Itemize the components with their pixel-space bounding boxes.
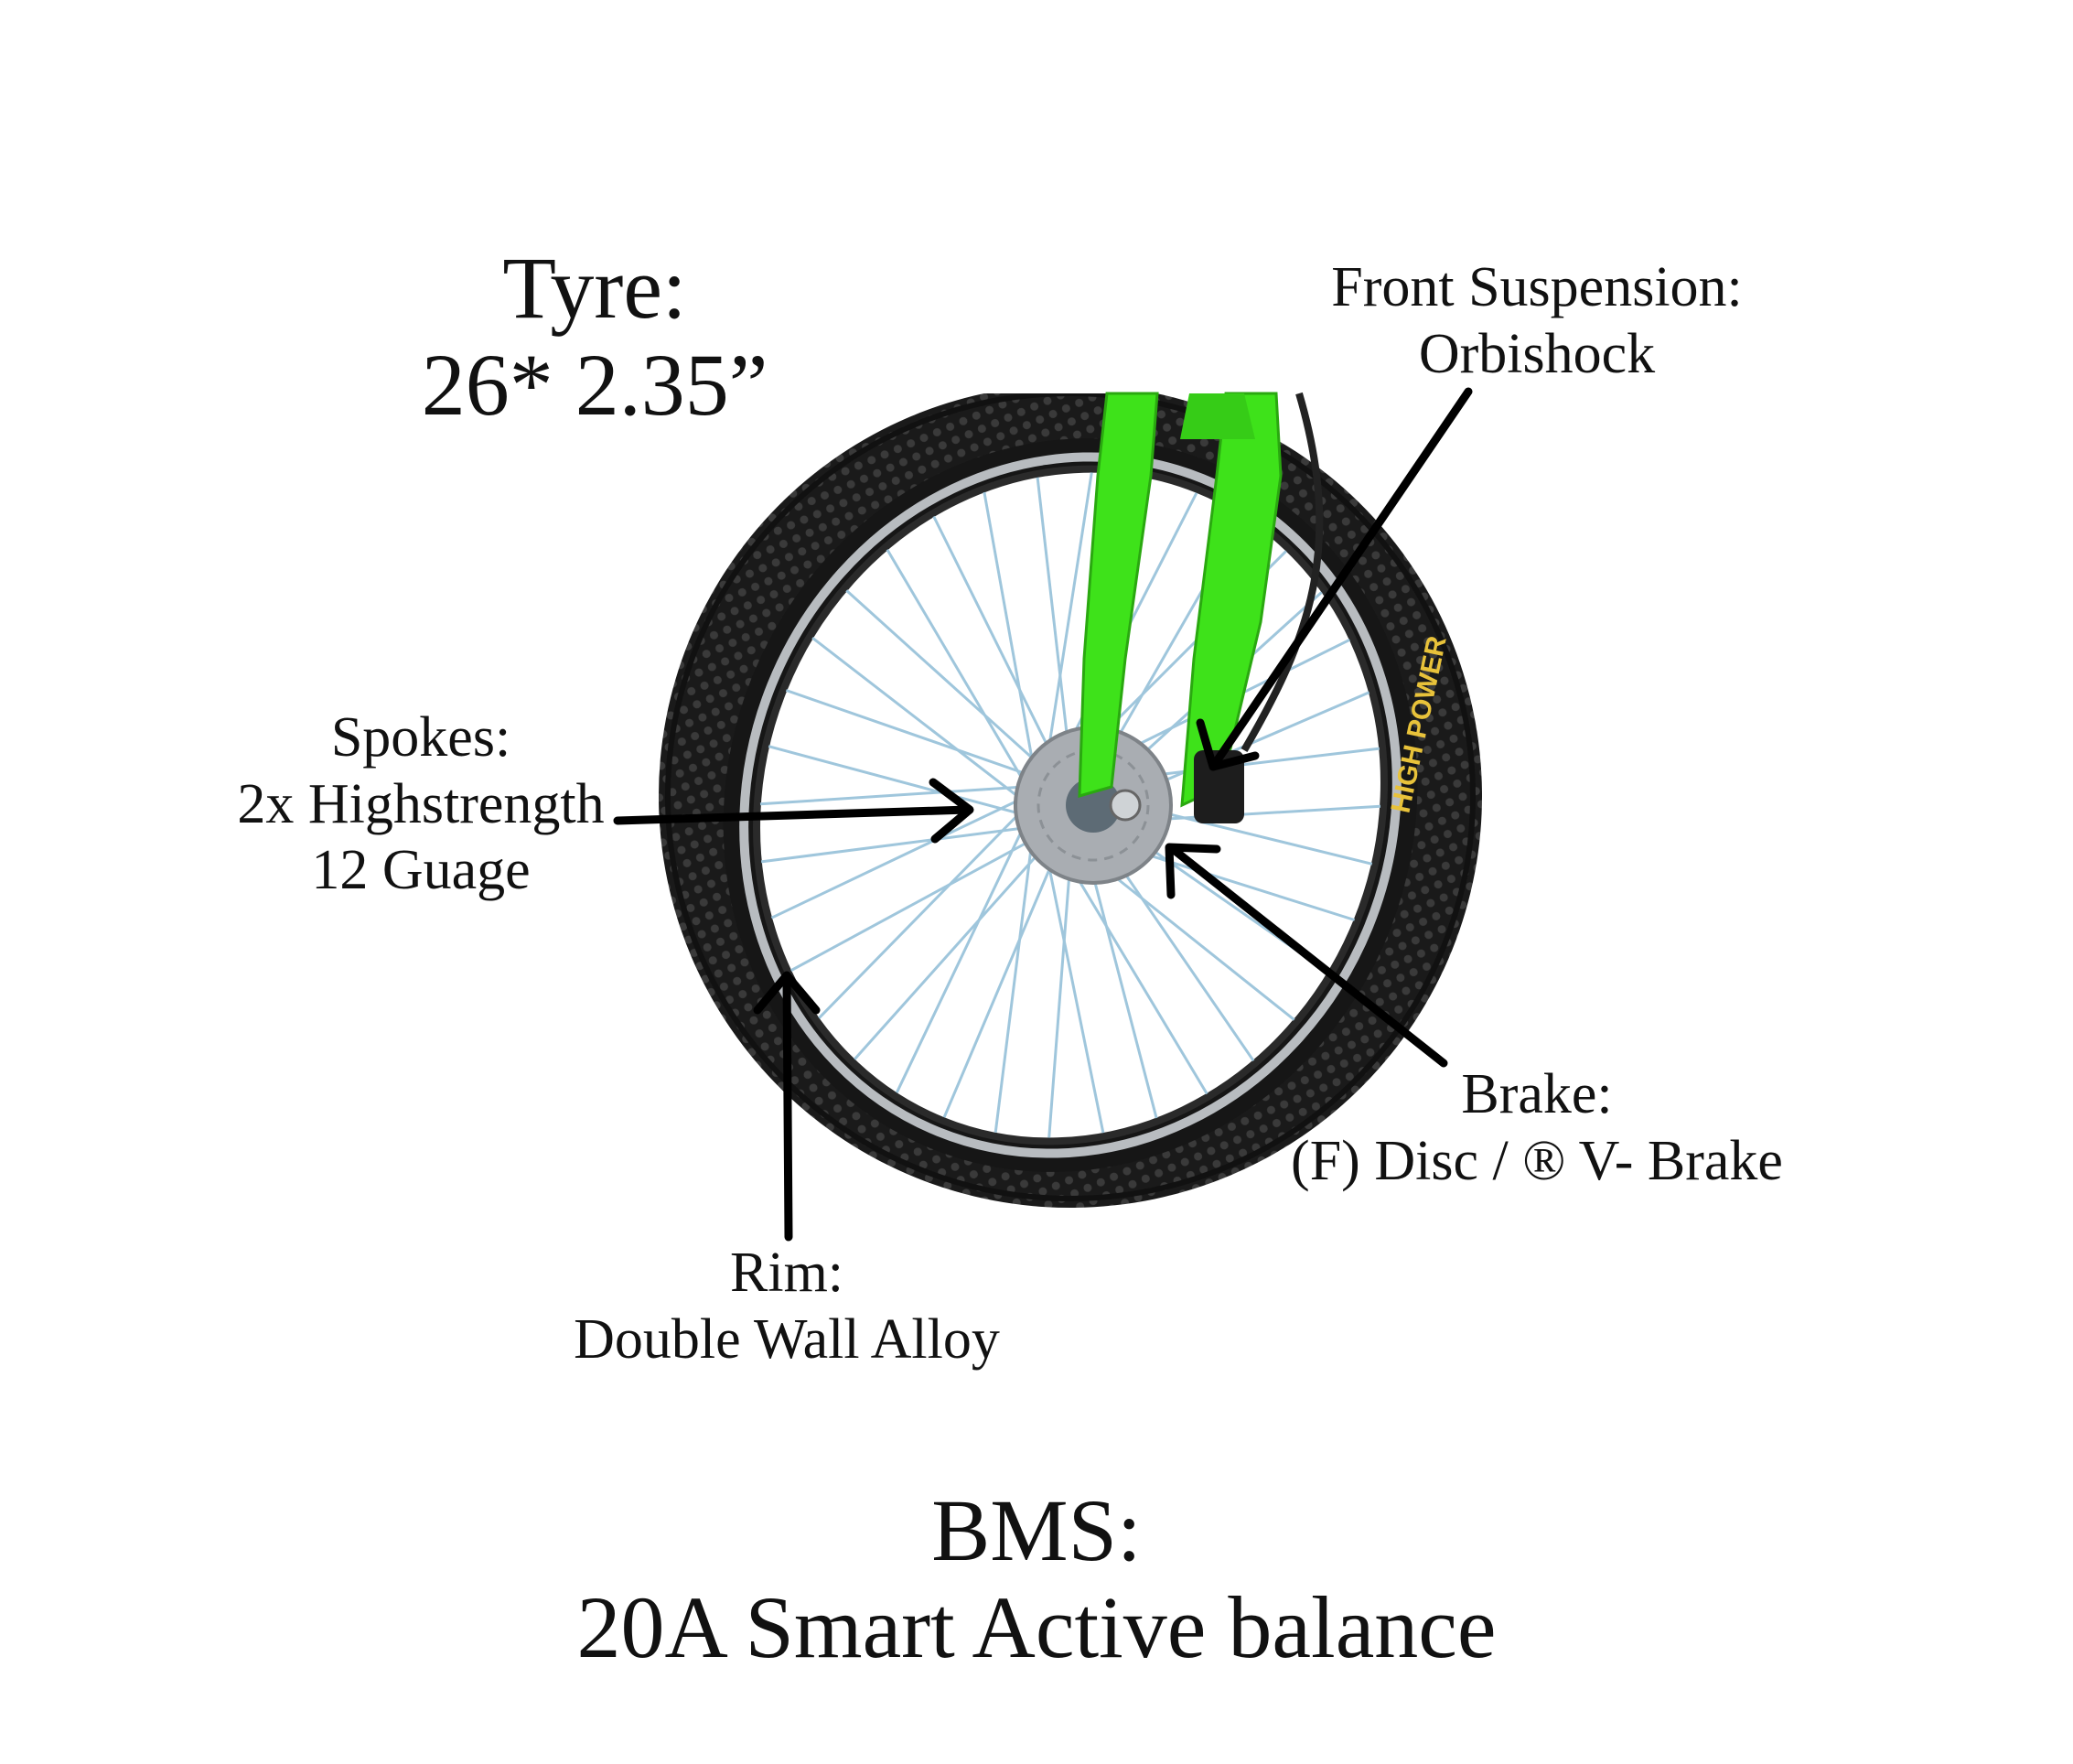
spoke — [994, 818, 1036, 1133]
spoke — [1039, 824, 1105, 1134]
spoke — [845, 589, 1058, 781]
spoke — [932, 515, 1067, 782]
spoke — [818, 800, 1033, 1019]
rim-label: Rim: Double Wall Alloy — [512, 1240, 1061, 1372]
front-suspension-value: Orbishock — [1418, 322, 1656, 385]
brake-caliper — [1194, 750, 1244, 823]
tyre-label: Tyre: 26* 2.35” — [320, 240, 869, 433]
bms-heading: BMS: — [931, 1481, 1142, 1579]
suspension-arrow — [1196, 387, 1473, 771]
bms-value: 20A Smart Active balance — [576, 1577, 1497, 1676]
front-suspension-label: Front Suspension: Orbishock — [1262, 254, 1811, 387]
spoke — [770, 791, 1036, 920]
spoke — [895, 809, 1033, 1093]
brake-value: (F) Disc / ® V- Brake — [1291, 1129, 1783, 1192]
brake-arrow — [1165, 843, 1448, 1068]
bms-label: BMS: 20A Smart Active balance — [396, 1482, 1677, 1675]
brake-label: Brake: (F) Disc / ® V- Brake — [1208, 1061, 1866, 1194]
rim-value: Double Wall Alloy — [574, 1307, 1000, 1371]
spokes-arrow — [613, 778, 974, 844]
callout-arrows — [613, 387, 1473, 1242]
rim-arrow — [753, 971, 821, 1242]
front-suspension-heading: Front Suspension: — [1331, 256, 1743, 318]
spokes-label: Spokes: 2x Highstrength 12 Guage — [183, 705, 659, 904]
rim-heading: Rim: — [729, 1242, 844, 1304]
spoke — [785, 689, 1048, 783]
brake-heading: Brake: — [1461, 1063, 1613, 1125]
spokes-value-line1: 2x Highstrength — [237, 772, 605, 835]
tyre-heading: Tyre: — [502, 239, 687, 337]
front-wheel: HIGH POWER — [659, 393, 1482, 1208]
front-fork — [1078, 392, 1324, 823]
spokes-value-line2: 12 Guage — [311, 839, 531, 902]
spokes-heading: Spokes: — [330, 706, 511, 769]
spoke — [759, 784, 1040, 806]
tyre-value: 26* 2.35” — [421, 335, 768, 434]
rim — [739, 452, 1402, 1158]
